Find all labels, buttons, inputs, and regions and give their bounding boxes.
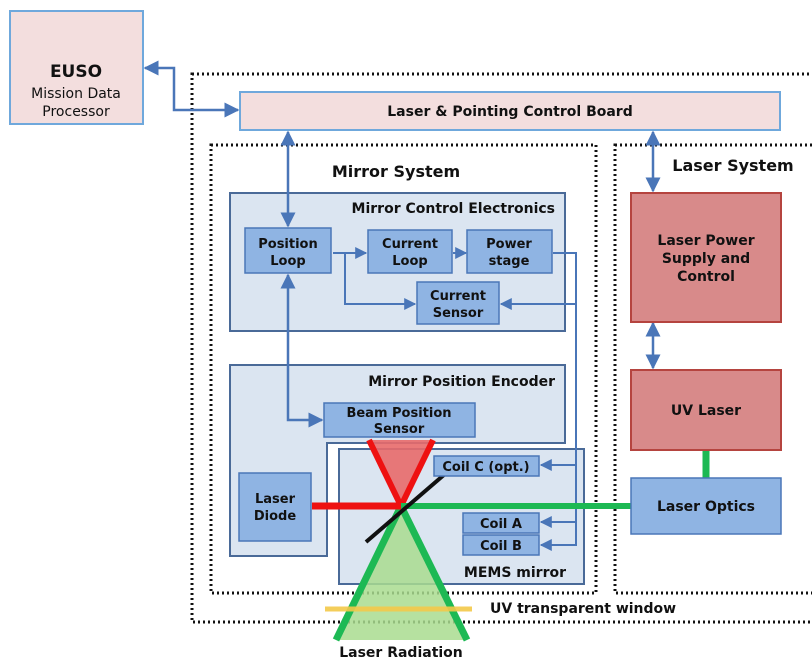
laser-power-supply-box: Laser Power Supply and Control	[630, 192, 782, 323]
instrument-boundary	[190, 72, 812, 624]
laser-power-line-1: Laser Power	[657, 233, 754, 249]
position-loop-line-1: Position	[258, 237, 318, 252]
mirror-position-encoder-title: Mirror Position Encoder	[368, 374, 555, 390]
beam-position-sensor-box: Beam Position Sensor	[323, 402, 476, 438]
mirror-system-title: Mirror System	[332, 162, 460, 181]
control-board-label: Laser & Pointing Control Board	[387, 104, 632, 120]
laser-optics-label: Laser Optics	[657, 499, 755, 515]
mems-mirror-label: MEMS mirror	[464, 565, 566, 581]
laser-radiation-label: Laser Radiation	[339, 645, 463, 661]
coil-c-box: Coil C (opt.)	[433, 455, 540, 477]
laser-system-group: Laser System	[613, 143, 812, 595]
uv-window-label: UV transparent window	[490, 601, 676, 617]
euso-line-1: Mission Data	[31, 86, 121, 102]
coil-b-box: Coil B	[462, 534, 540, 556]
euso-line-2: Processor	[42, 104, 110, 120]
current-sensor-box: Current Sensor	[416, 281, 500, 325]
position-loop-line-2: Loop	[270, 254, 305, 269]
laser-diode-line-1: Laser	[255, 492, 296, 507]
beam-position-sensor-line-1: Beam Position	[346, 406, 451, 421]
current-loop-box: Current Loop	[367, 229, 453, 274]
laser-optics-box: Laser Optics	[630, 477, 782, 535]
current-sensor-line-1: Current	[430, 289, 486, 304]
encoder-beam-cone	[312, 438, 436, 510]
laser-diode-box: Laser Diode	[238, 472, 312, 542]
power-stage-line-2: stage	[489, 254, 530, 269]
power-stage-line-1: Power	[486, 237, 532, 252]
coil-a-box: Coil A	[462, 512, 540, 534]
coil-c-label: Coil C (opt.)	[442, 460, 529, 475]
current-loop-line-1: Current	[382, 237, 438, 252]
uv-laser-box: UV Laser	[630, 369, 782, 451]
euso-block: EUSO Mission Data Processor	[9, 10, 144, 125]
electronics-wiring	[333, 247, 577, 551]
mems-mirror-surface	[364, 472, 447, 544]
control-board: Laser & Pointing Control Board	[239, 91, 781, 131]
power-stage-box: Power stage	[466, 229, 553, 274]
position-loop-sensor-link	[280, 273, 324, 428]
euso-title: EUSO	[50, 62, 102, 82]
current-loop-line-2: Loop	[392, 254, 427, 269]
position-loop-box: Position Loop	[244, 227, 332, 274]
coil-b-label: Coil B	[480, 539, 522, 554]
laser-diode-line-2: Diode	[254, 509, 296, 524]
laser-power-line-2: Supply and	[662, 251, 750, 267]
uv-laser-label: UV Laser	[671, 403, 741, 419]
laser-system-title: Laser System	[672, 156, 793, 175]
coil-a-label: Coil A	[480, 517, 522, 532]
euso-board-link	[143, 60, 240, 118]
mirror-control-electronics-title: Mirror Control Electronics	[352, 201, 555, 217]
current-sensor-line-2: Sensor	[433, 306, 484, 321]
beam-position-sensor-line-2: Sensor	[374, 422, 425, 437]
laser-power-line-3: Control	[677, 269, 735, 285]
